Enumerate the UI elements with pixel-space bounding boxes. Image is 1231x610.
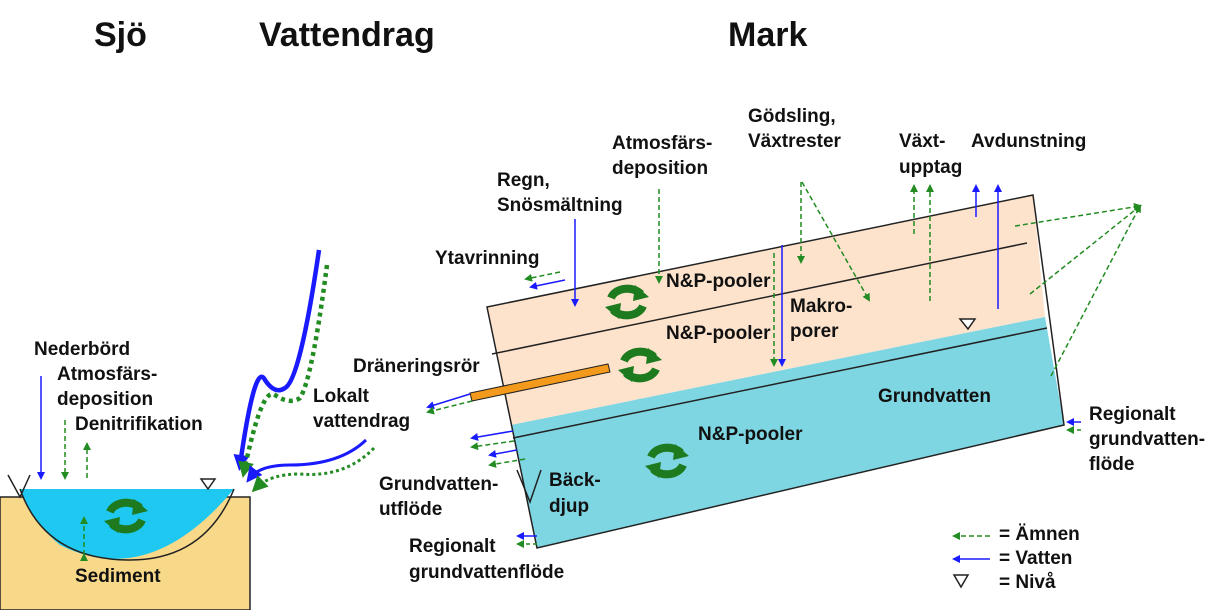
label-local-line1: Lokalt — [313, 386, 369, 407]
label-pool-groundwater: N&P-pooler — [698, 424, 803, 445]
stream-substance-arrow — [238, 264, 330, 478]
legend-substances: = Ämnen — [999, 524, 1080, 545]
label-macro-line1: Makro- — [790, 296, 853, 317]
label-pool-mid: N&P-pooler — [666, 323, 771, 344]
stream-water-arrow — [233, 249, 322, 471]
label-regional-right-line1: Regionalt — [1089, 404, 1176, 425]
soil-block — [469, 194, 1065, 549]
label-stream-depth-line2: djup — [549, 496, 590, 517]
label-atmos-line1: Atmosfärs- — [57, 364, 158, 385]
groundwater-level-icon — [958, 318, 977, 331]
land-flows — [426, 181, 1142, 548]
legend-level-icon — [952, 574, 970, 589]
legend-level: = Nivå — [999, 572, 1056, 593]
emission-arrow-2 — [1029, 204, 1142, 295]
gw-out-water-arrow-1 — [470, 430, 514, 441]
legend — [952, 532, 990, 589]
label-regional-right-line3: flöde — [1089, 454, 1135, 475]
emission-arrow-3 — [1050, 204, 1141, 377]
lake-shore-mark — [7, 474, 31, 499]
gw-out-substance-arrow-2 — [488, 458, 526, 468]
label-gw-out-line1: Grundvatten- — [379, 474, 499, 495]
label-drain: Dräneringsrör — [353, 356, 480, 377]
label-evaporation: Avdunstning — [971, 131, 1087, 152]
soil-outline — [486, 194, 1065, 549]
label-pool-top: N&P-pooler — [666, 271, 771, 292]
label-atmos-land-line2: deposition — [612, 158, 709, 179]
local-stream-water-arrow — [246, 438, 368, 483]
legend-water: = Vatten — [999, 548, 1073, 569]
heading-stream: Vattendrag — [259, 16, 435, 54]
soil-layer-line — [491, 242, 1028, 355]
lake — [0, 376, 251, 610]
emission-arrow-1 — [1014, 202, 1142, 227]
label-precipitation: Nederbörd — [34, 339, 131, 360]
gw-out-substance-arrow-1 — [470, 440, 515, 451]
gw-out-water-arrow-2 — [488, 449, 518, 458]
label-macro-line2: porer — [790, 321, 839, 342]
level-icon — [199, 478, 217, 491]
runoff-water-arrow — [529, 279, 566, 290]
stream-flows — [233, 249, 376, 493]
label-rain-line2: Snösmältning — [497, 195, 623, 216]
label-fert-line2: Växtrester — [748, 131, 841, 152]
local-stream-substance-arrow — [251, 446, 376, 493]
heading-lake: Sjö — [94, 16, 147, 54]
groundwater-zone — [511, 317, 1064, 548]
unsaturated-zone — [487, 195, 1045, 425]
label-regional-left-line1: Regionalt — [409, 536, 496, 557]
label-regional-left-line2: grundvattenflöde — [409, 562, 565, 583]
drain-water-arrow — [426, 393, 471, 410]
label-fert-line1: Gödsling, — [748, 106, 836, 127]
label-local-line2: vattendrag — [313, 411, 411, 432]
label-runoff: Ytavrinning — [435, 248, 540, 269]
label-atmos-land-line1: Atmosfärs- — [612, 133, 713, 154]
label-groundwater: Grundvatten — [878, 386, 991, 407]
label-uptake-line2: upptag — [899, 157, 963, 178]
fertilizer-macropore-arrow — [801, 181, 870, 302]
lake-bed — [19, 488, 235, 561]
label-rain-line1: Regn, — [497, 170, 550, 191]
stream-depth-mark — [516, 469, 542, 505]
runoff-substance-arrow — [524, 271, 561, 282]
heading-land: Mark — [728, 16, 808, 54]
label-sediment: Sediment — [75, 566, 161, 587]
drain-substance-arrow — [426, 400, 473, 415]
lake-water — [20, 489, 234, 559]
label-uptake-line1: Växt- — [899, 131, 946, 152]
label-stream-depth-line1: Bäck- — [549, 470, 601, 491]
label-gw-out-line2: utflöde — [379, 499, 443, 520]
label-denitrification: Denitrifikation — [75, 414, 203, 435]
groundwater-layer-line — [512, 327, 1048, 439]
label-atmos-line2: deposition — [57, 389, 154, 410]
label-regional-right-line2: grundvatten- — [1089, 429, 1206, 450]
drain-pipe — [469, 363, 611, 402]
